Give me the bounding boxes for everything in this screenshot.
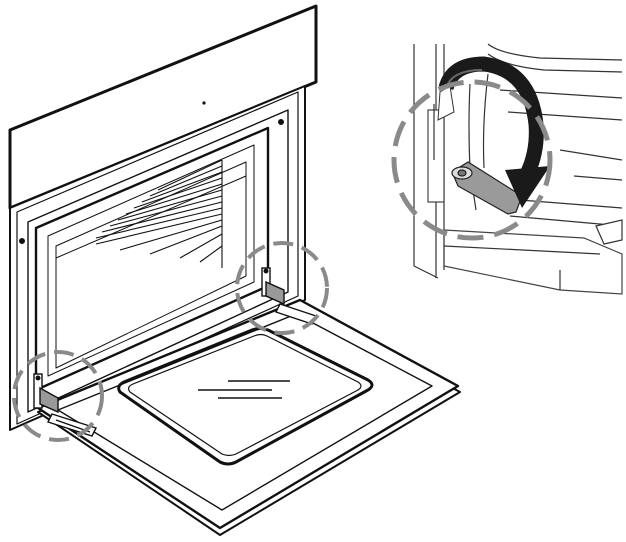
hinge-lever [451,161,523,215]
oven-door [36,298,461,536]
door-outer-panel [36,298,460,530]
oven-front-frame [9,85,306,431]
right-hinge-callout [235,241,329,335]
detail-view-callout [391,79,553,241]
door-glass [117,327,374,466]
rear-vent-slots [95,159,223,268]
control-panel [8,4,318,210]
left-hinge-callout [12,350,104,442]
rotate-arrow-icon [437,56,550,208]
